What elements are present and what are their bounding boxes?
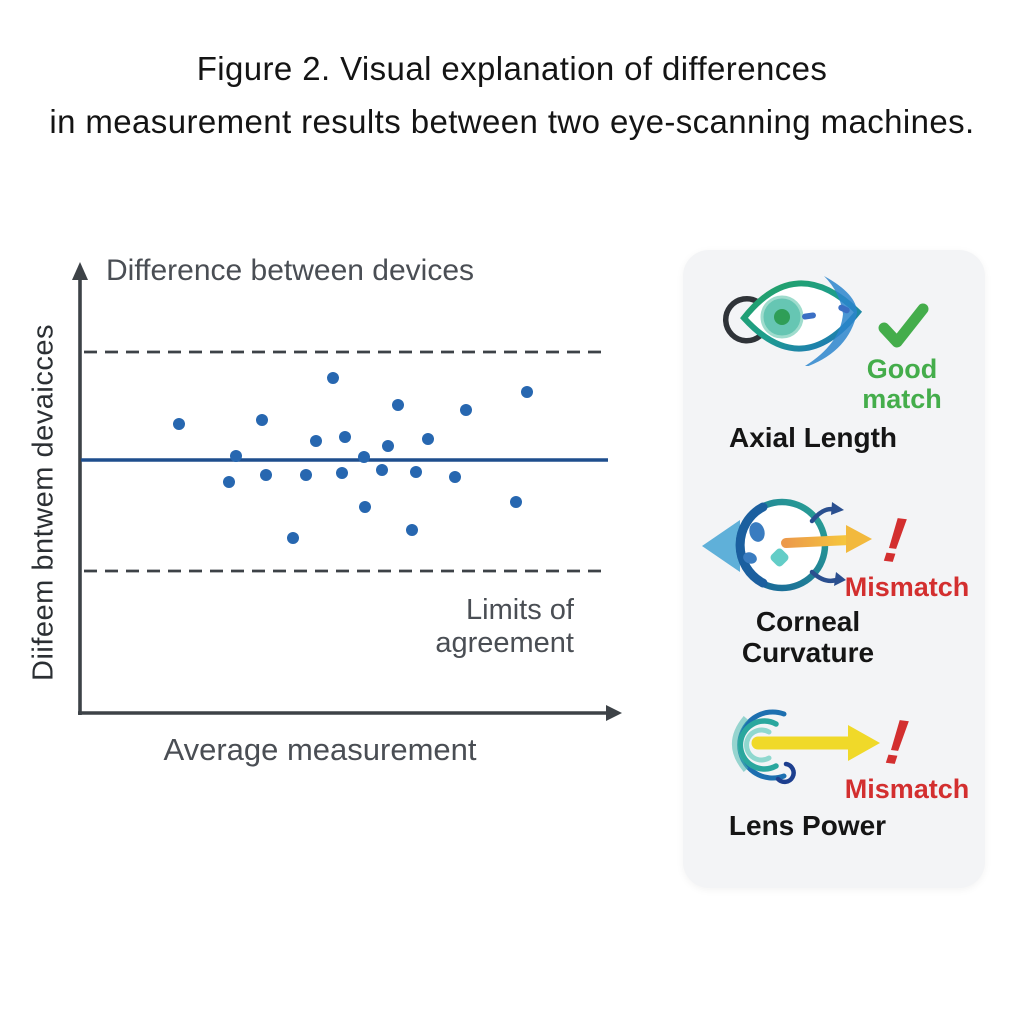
pupil	[774, 309, 790, 325]
corneal-line2: Curvature	[741, 637, 875, 668]
scatter-point	[359, 501, 371, 513]
mismatch-arrow-icon	[751, 725, 880, 761]
figure-title-line2: in measurement results between two eye-s…	[49, 103, 975, 140]
measurement-dash	[802, 312, 816, 320]
scatter-point	[392, 399, 404, 411]
scatter-point	[287, 532, 299, 544]
scatter-point	[339, 431, 351, 443]
eye-left-point	[702, 520, 740, 572]
axial-length-eye-icon	[722, 276, 863, 366]
scatter-point	[223, 476, 235, 488]
lens-power-icon	[732, 709, 880, 785]
status-mismatch-corneal: Mismatch	[844, 572, 970, 602]
status-mismatch-lens: Mismatch	[844, 774, 970, 804]
mismatch-arrow-icon	[781, 525, 872, 553]
blue-blob-bottom	[743, 552, 757, 564]
y-axis-label: Diifeem bntwem devaicces	[27, 324, 60, 681]
scatter-point	[173, 418, 185, 430]
legend-panel: Good match Axial Length	[683, 250, 985, 888]
scatter-point	[521, 386, 533, 398]
status-line2: match	[862, 384, 942, 414]
swoosh-bottom-icon	[809, 569, 846, 586]
lens-inner-ring	[744, 727, 772, 763]
figure-title: Figure 2. Visual explanation of differen…	[0, 50, 1024, 141]
scatter-point	[230, 450, 242, 462]
scatter-point	[422, 433, 434, 445]
lens-power-label: Lens Power	[728, 810, 887, 841]
teal-diamond	[770, 548, 789, 567]
plot-title: Difference between devices	[106, 254, 474, 287]
scatter-point	[406, 524, 418, 536]
scatter-point	[336, 467, 348, 479]
scatter-point	[460, 404, 472, 416]
lens-curl	[775, 761, 796, 785]
limits-of-agreement-label: Limits of agreement	[435, 594, 574, 659]
scatter-point	[382, 440, 394, 452]
corneal-curvature-eye-icon	[702, 498, 872, 592]
status-good-match: Good match	[842, 354, 962, 414]
scatter-point	[510, 496, 522, 508]
swoosh-top-icon	[809, 502, 844, 524]
scatter-point	[358, 451, 370, 463]
scatter-point	[376, 464, 388, 476]
x-axis-label: Average measurement	[163, 732, 477, 767]
lens-mid-ring	[737, 718, 779, 772]
scatter-point	[260, 469, 272, 481]
scatter-point	[300, 469, 312, 481]
scatter-point	[327, 372, 339, 384]
exclamation-icon: !	[881, 704, 912, 780]
checkmark-icon	[878, 303, 929, 348]
probe-hook-icon	[722, 295, 763, 344]
x-axis-arrowhead	[606, 705, 622, 721]
eye-crescent	[735, 502, 768, 588]
figure-title-line1: Figure 2. Visual explanation of differen…	[196, 50, 828, 87]
blue-blob-top	[749, 522, 765, 542]
lens-swirl	[732, 716, 749, 772]
corner-dash	[838, 304, 850, 314]
corneal-line1: Corneal	[755, 606, 861, 637]
exclamation-icon: !	[879, 502, 910, 578]
axial-length-label: Axial Length	[728, 422, 897, 453]
eye-crescent	[804, 276, 857, 366]
scatter-point	[410, 466, 422, 478]
y-axis-arrowhead	[72, 262, 88, 280]
scatter-point	[310, 435, 322, 447]
scatter-point	[256, 414, 268, 426]
corneal-curvature-label: Corneal Curvature	[708, 606, 908, 668]
status-line1: Good	[866, 354, 938, 384]
scatter-point	[449, 471, 461, 483]
